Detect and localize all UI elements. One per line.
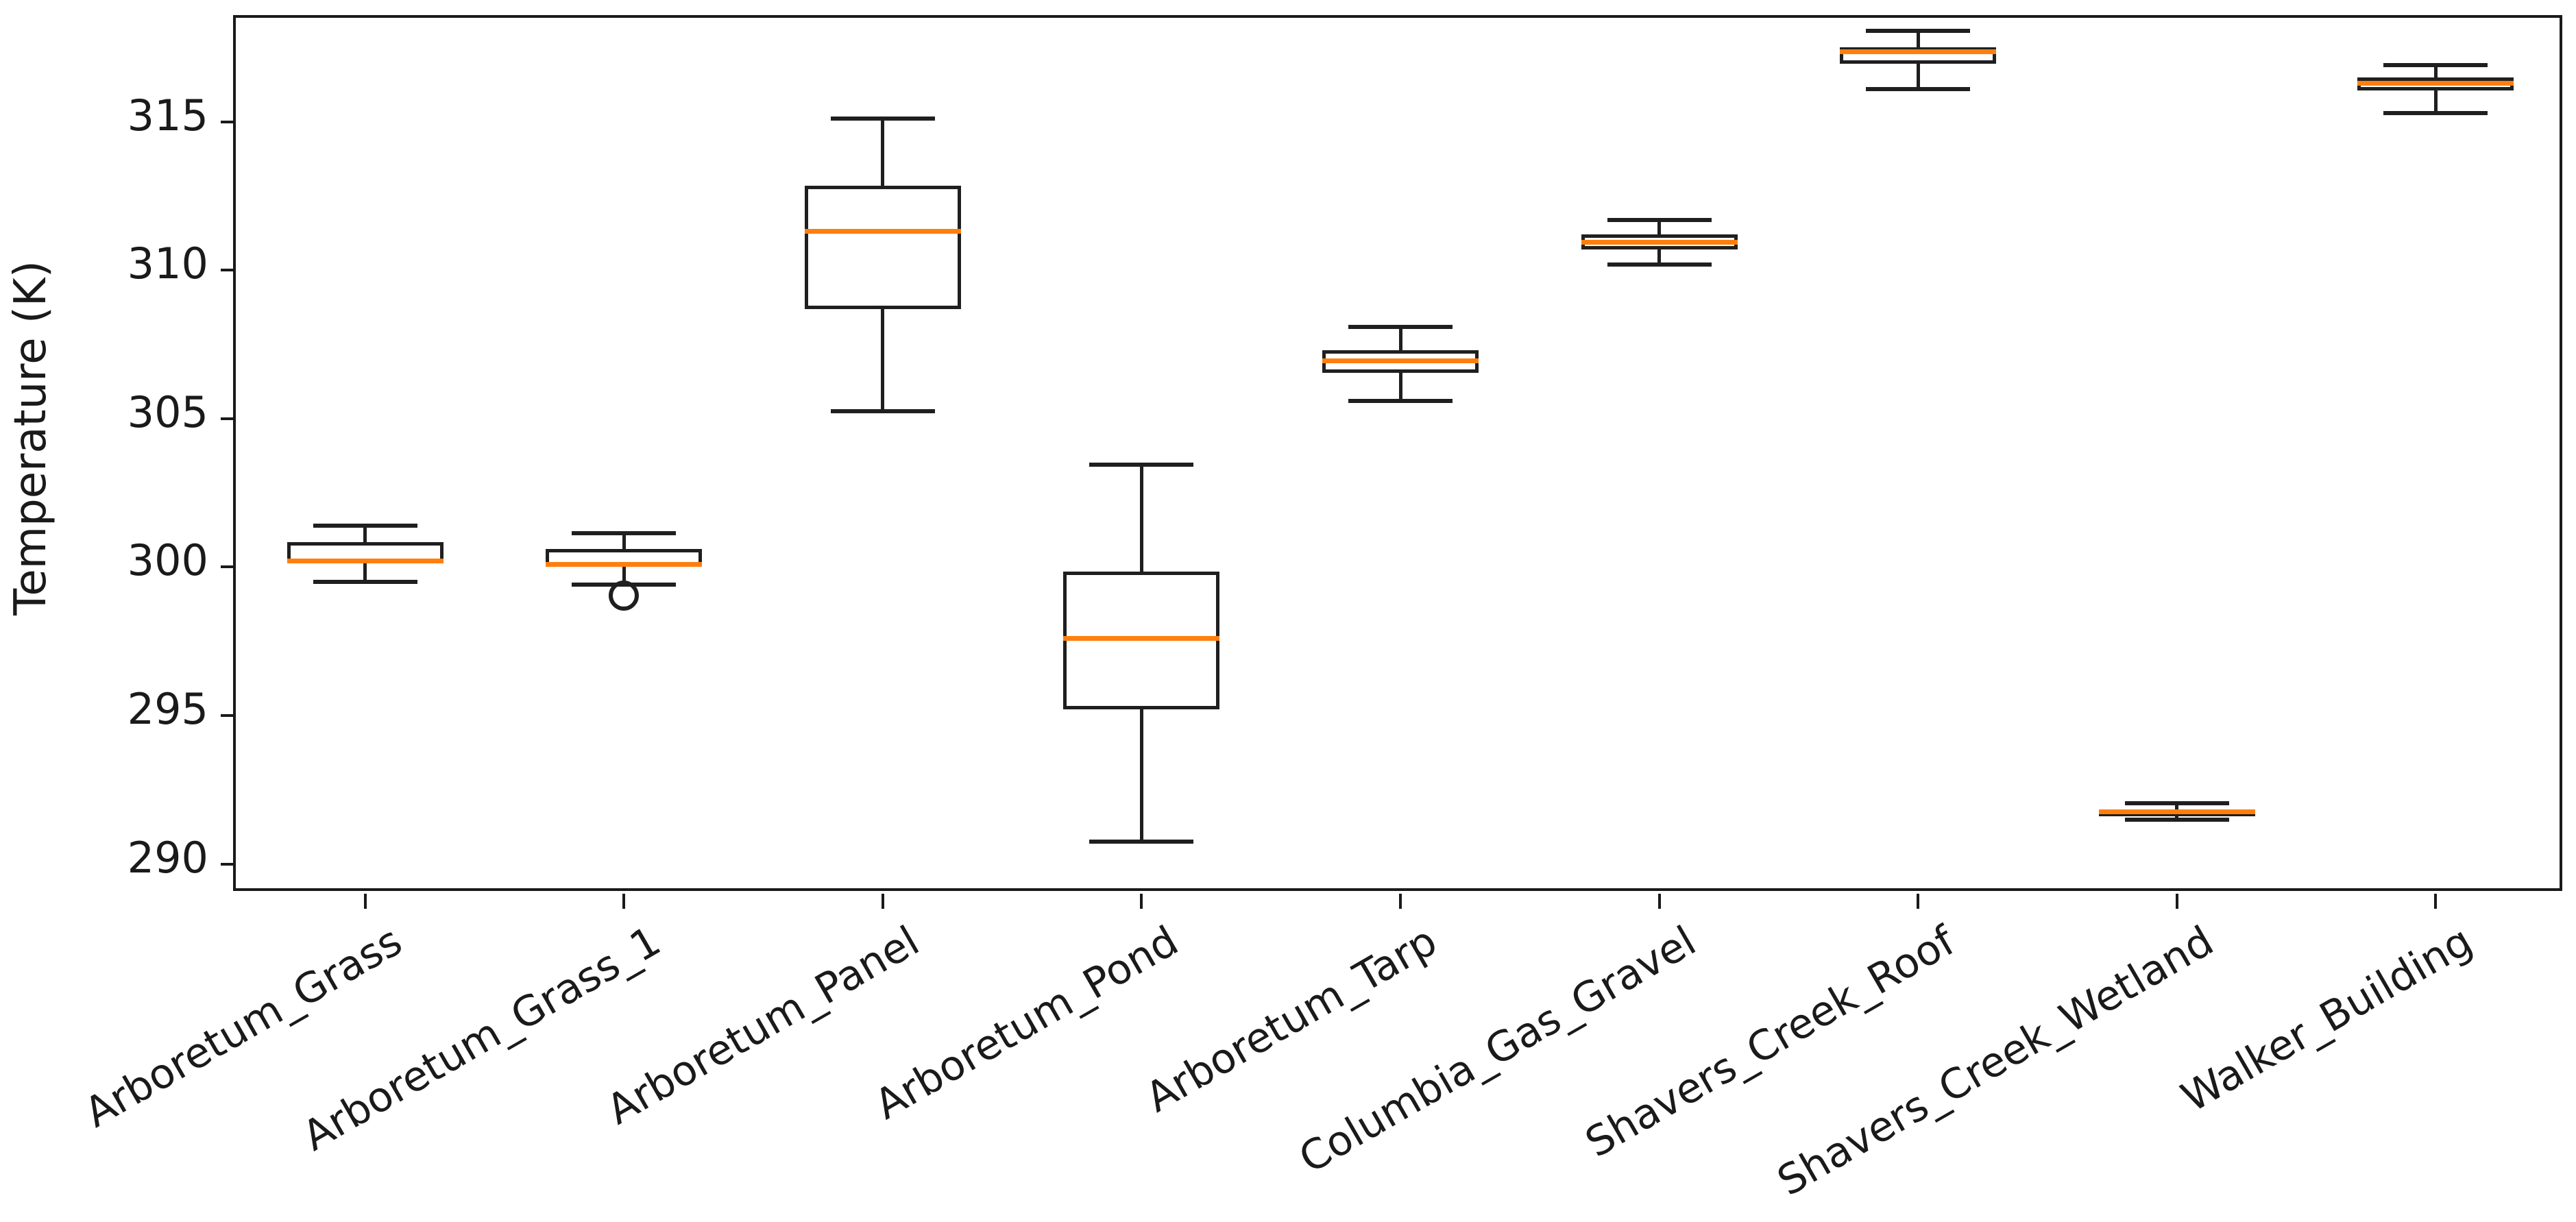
boxplot-median-line	[287, 559, 443, 564]
boxplot-box-group[interactable]	[236, 18, 2560, 888]
boxplot-median-line	[1063, 635, 1220, 641]
boxplot-lower-whisker	[2433, 90, 2438, 113]
boxplot-upper-whisker	[1139, 464, 1143, 572]
y-axis-label: Temperature (K)	[5, 260, 56, 615]
boxplot-box-group[interactable]	[236, 18, 2560, 888]
boxplot-upper-whisker	[1398, 326, 1402, 351]
boxplot-upper-cap	[1607, 217, 1712, 222]
x-axis-tick	[1140, 894, 1143, 909]
boxplot-lower-cap	[2124, 817, 2229, 822]
boxplot-outlier-marker	[609, 580, 640, 611]
boxplot-upper-cap	[2124, 801, 2229, 805]
boxplot-iqr-box[interactable]	[804, 185, 961, 309]
x-axis-tick-label: Walker_Building	[2173, 917, 2481, 1122]
boxplot-lower-whisker	[881, 308, 885, 411]
boxplot-upper-whisker	[881, 119, 885, 186]
boxplot-upper-cap	[2383, 63, 2488, 68]
boxplot-upper-cap	[830, 117, 935, 121]
boxplot-lower-whisker	[1916, 64, 1920, 89]
y-axis-tick-label: 315	[127, 90, 208, 140]
boxplot-upper-cap	[1348, 324, 1453, 329]
boxplot-upper-cap	[572, 530, 677, 535]
boxplot-box-group[interactable]	[236, 18, 2560, 888]
boxplot-median-line	[2098, 809, 2255, 814]
boxplot-lower-cap	[313, 580, 417, 585]
boxplot-lower-cap	[830, 409, 935, 414]
boxplot-upper-cap	[1089, 462, 1194, 467]
y-axis-tick-label: 290	[127, 832, 208, 883]
boxplot-median-line	[1581, 239, 1738, 245]
boxplot-data-layer	[236, 18, 2560, 888]
x-axis-tick	[2434, 894, 2438, 909]
x-axis-tick-label: Shavers_Creek_Wetland	[1769, 917, 2222, 1206]
y-axis-tick	[221, 862, 236, 866]
boxplot-lower-cap	[1607, 262, 1712, 267]
boxplot-median-line	[1322, 358, 1479, 363]
boxplot-lower-whisker	[622, 565, 626, 585]
boxplot-box-group[interactable]	[236, 18, 2560, 888]
x-axis-tick	[363, 894, 367, 909]
boxplot-upper-whisker	[2175, 803, 2179, 809]
y-axis-tick-label: 310	[127, 239, 208, 289]
boxplot-upper-whisker	[1916, 31, 1920, 48]
boxplot-lower-whisker	[363, 562, 367, 583]
boxplot-lower-whisker	[1139, 709, 1143, 842]
boxplot-box-group[interactable]	[236, 18, 2560, 888]
y-axis-tick	[221, 714, 236, 718]
boxplot-lower-cap	[2383, 110, 2488, 115]
boxplot-lower-cap	[1089, 840, 1194, 844]
x-axis-tick	[1917, 894, 1920, 909]
x-axis-tick	[2175, 894, 2178, 909]
x-axis-tick	[881, 894, 884, 909]
boxplot-box-group[interactable]	[236, 18, 2560, 888]
boxplot-upper-cap	[1866, 29, 1971, 34]
boxplot-lower-whisker	[2175, 814, 2179, 820]
boxplot-upper-whisker	[1657, 219, 1662, 235]
boxplot-lower-whisker	[1657, 249, 1662, 265]
boxplot-upper-cap	[313, 523, 417, 528]
boxplot-median-line	[546, 561, 703, 567]
x-axis-tick	[622, 894, 626, 909]
boxplot-median-line	[1840, 49, 1997, 55]
plot-area	[221, 15, 2562, 909]
boxplot-box-group[interactable]	[236, 18, 2560, 888]
boxplot-upper-whisker	[622, 533, 626, 550]
boxplot-lower-cap	[1348, 398, 1453, 403]
x-axis-tick	[1657, 894, 1661, 909]
y-axis-tick-label: 305	[127, 387, 208, 437]
y-axis-tick	[221, 269, 236, 272]
boxplot-box-group[interactable]	[236, 18, 2560, 888]
boxplot-lower-whisker	[1398, 372, 1402, 401]
y-axis-tick	[221, 120, 236, 123]
y-axis-tick	[221, 565, 236, 569]
y-axis-tick-label: 295	[127, 684, 208, 735]
x-axis-tick	[1399, 894, 1402, 909]
boxplot-box-group[interactable]	[236, 18, 2560, 888]
boxplot-median-line	[2357, 80, 2514, 86]
boxplot-upper-whisker	[363, 525, 367, 542]
boxplot-median-line	[804, 229, 961, 234]
y-axis-tick	[221, 417, 236, 420]
boxplot-lower-cap	[1866, 86, 1971, 91]
y-axis-tick-label: 300	[127, 535, 208, 586]
boxplot-iqr-box[interactable]	[1840, 47, 1997, 64]
boxplot-upper-whisker	[2433, 65, 2438, 77]
